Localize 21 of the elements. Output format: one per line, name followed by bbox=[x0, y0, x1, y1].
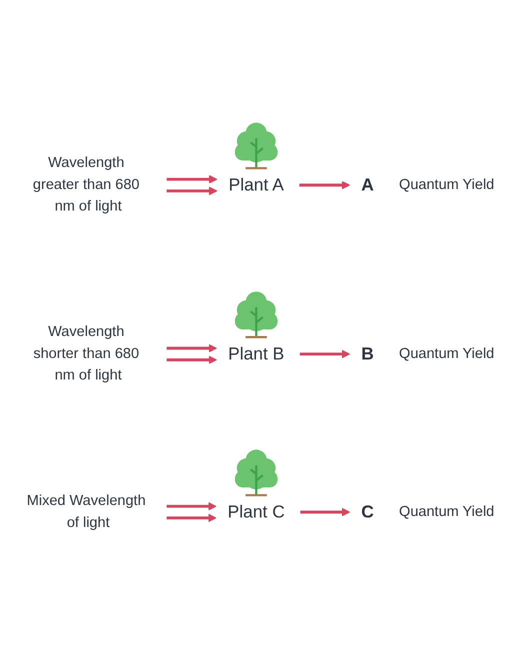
arrow bbox=[166, 502, 216, 510]
node-text: Mixed Wavelength of light bbox=[26, 492, 146, 530]
node-text: A bbox=[361, 174, 374, 194]
arrow bbox=[166, 355, 217, 364]
arrow bbox=[166, 344, 217, 352]
node-text: C bbox=[361, 502, 374, 522]
arrow bbox=[300, 508, 350, 516]
caption-text: Quantum Yield bbox=[399, 176, 494, 193]
arrow bbox=[300, 350, 350, 358]
node-text: Wavelength shorter than 680 nm of light bbox=[33, 323, 140, 384]
node-text: B bbox=[361, 344, 374, 364]
arrow bbox=[166, 513, 216, 522]
arrow bbox=[166, 186, 218, 195]
arrow bbox=[299, 180, 350, 190]
caption-text: Quantum Yield bbox=[399, 346, 494, 362]
node-text: Wavelength greater than 680 nm of light bbox=[32, 154, 140, 214]
node-text: Plant A bbox=[228, 174, 284, 194]
node-text: Plant B bbox=[228, 344, 284, 364]
caption-text: Quantum Yield bbox=[399, 504, 494, 520]
arrow bbox=[166, 174, 218, 184]
node-text: Plant C bbox=[228, 502, 285, 522]
